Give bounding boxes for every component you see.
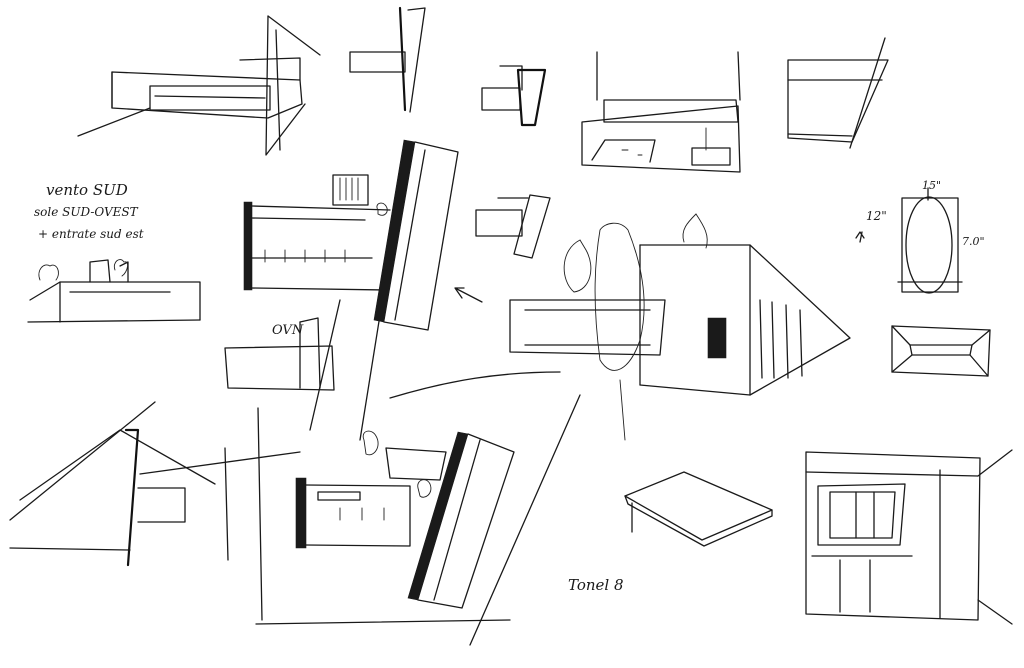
sketch-box-ovn — [224, 317, 335, 391]
note-entrate-sud-est: + entrate sud est — [38, 227, 144, 241]
sketch-mid-plan-small — [475, 194, 551, 259]
note-ovn: OVN — [272, 323, 304, 338]
sketch-tray-box — [891, 325, 991, 377]
sketch-house-perspective — [389, 213, 851, 441]
sketch-plan-bottom — [255, 394, 581, 646]
dimension-top: 15" — [922, 179, 942, 192]
dimension-right: 7.0" — [962, 235, 985, 248]
dimension-left: 12" — [866, 209, 887, 223]
sketch-trapezoid-top-right — [787, 37, 889, 149]
sketch-small-elevation — [27, 259, 201, 323]
sketch-oval-window — [855, 187, 963, 294]
signature: Tonel 8 — [568, 576, 624, 594]
note-vento-sud: vento SUD — [46, 181, 128, 199]
sketch-pool-box — [581, 51, 741, 173]
sketch-tapered-piece — [481, 65, 547, 127]
sketch-section-bottom-left — [9, 401, 301, 567]
sketch-wedge-top — [349, 6, 426, 113]
sketch-elevation-bottom-right — [805, 449, 1013, 625]
sketch-slab — [624, 471, 773, 547]
note-sole-sud-ovest: sole SUD-OVEST — [34, 205, 138, 219]
sketch-main-plan — [243, 139, 483, 441]
sketch-perspective-box-top-left — [77, 15, 321, 156]
